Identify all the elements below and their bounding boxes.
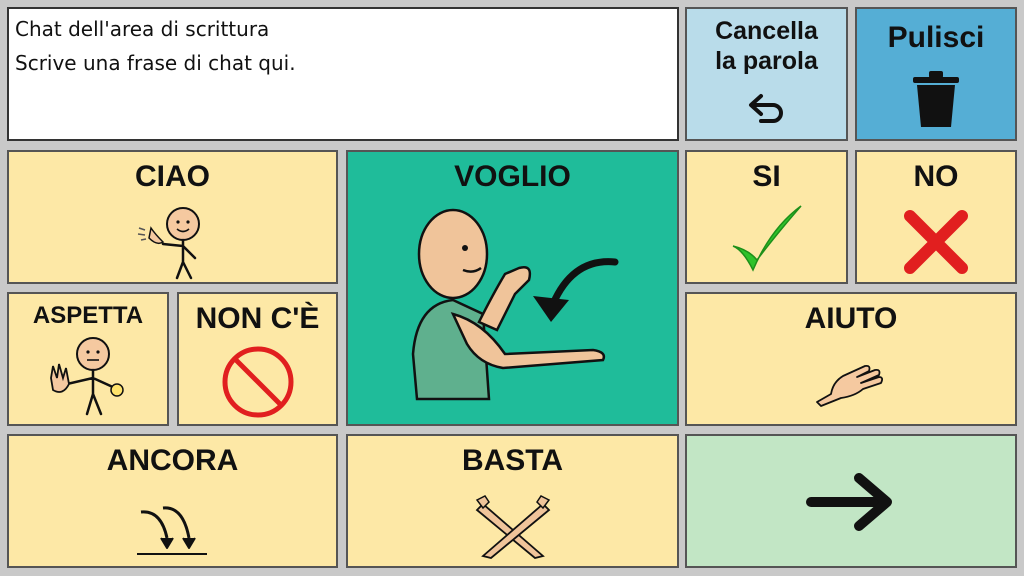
basta-label: BASTA — [461, 444, 564, 477]
delete-word-label-1: Cancella — [715, 17, 818, 45]
basta-button[interactable]: BASTA — [346, 434, 679, 568]
delete-word-button[interactable]: Cancella la parola — [685, 7, 848, 141]
person-wanting-icon — [411, 208, 618, 401]
clear-button[interactable]: Pulisci — [855, 7, 1017, 141]
red-x-icon — [904, 210, 968, 274]
non-ce-label: NON C'È — [195, 302, 320, 335]
aspetta-button[interactable]: ASPETTA — [7, 292, 169, 426]
delete-word-label-2: la parola — [715, 47, 818, 75]
open-hand-icon — [816, 364, 884, 407]
aiuto-label: AIUTO — [804, 302, 898, 335]
aiuto-button[interactable]: AIUTO — [685, 292, 1017, 426]
ciao-button[interactable]: CIAO — [7, 150, 338, 284]
ancora-button[interactable]: ANCORA — [7, 434, 338, 568]
ancora-label: ANCORA — [106, 444, 239, 477]
checkmark-icon — [732, 205, 802, 272]
clear-label: Pulisci — [887, 21, 985, 54]
si-button[interactable]: SI — [685, 150, 848, 284]
chat-line-1: Chat dell'area di scrittura — [15, 17, 270, 41]
right-arrow-icon — [806, 473, 892, 531]
crossed-arms-icon — [475, 495, 550, 559]
person-waving-icon — [137, 207, 200, 280]
next-button[interactable] — [685, 434, 1017, 568]
repeat-arrows-icon — [136, 506, 207, 555]
prohibited-icon — [222, 346, 293, 418]
voglio-label: VOGLIO — [454, 160, 571, 193]
voglio-button[interactable]: VOGLIO — [346, 150, 679, 426]
non-ce-button[interactable]: NON C'È — [177, 292, 338, 426]
undo-arrow-icon — [748, 94, 783, 123]
ciao-label: CIAO — [135, 160, 210, 193]
person-stop-icon — [50, 337, 124, 416]
chat-line-2: Scrive una frase di chat qui. — [15, 51, 296, 75]
si-label: SI — [752, 160, 781, 193]
no-button[interactable]: NO — [855, 150, 1017, 284]
no-label: NO — [913, 160, 959, 193]
chat-text-area[interactable]: Chat dell'area di scrittura Scrive una f… — [7, 7, 679, 141]
trash-icon — [913, 71, 959, 127]
aspetta-label: ASPETTA — [32, 302, 144, 329]
